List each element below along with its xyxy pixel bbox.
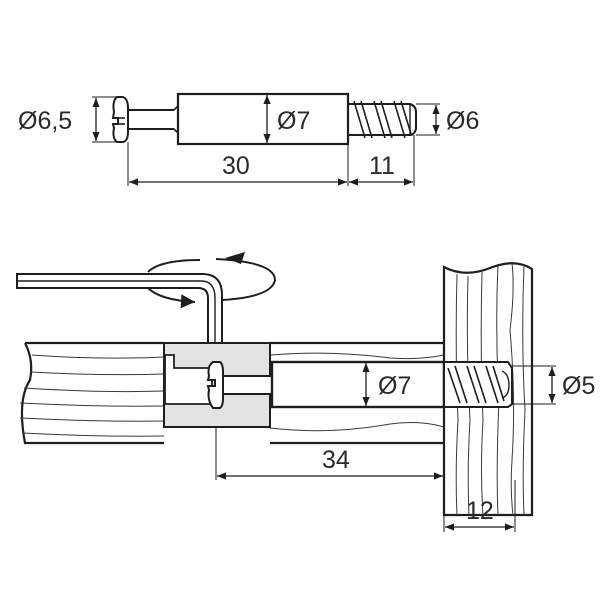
dim-thread-diameter: Ø6 bbox=[416, 103, 479, 136]
label-head-diameter: Ø6,5 bbox=[18, 107, 72, 135]
dim-hole-diameter: Ø5 bbox=[512, 365, 595, 405]
label-assembled-shank-diameter: Ø7 bbox=[378, 372, 411, 400]
label-thread-length: 11 bbox=[369, 152, 395, 180]
rotation-arrow-icon bbox=[147, 252, 277, 309]
assembled-bolt-thread bbox=[443, 361, 513, 408]
dim-panel-thickness: 12 bbox=[443, 480, 516, 532]
label-hole-diameter: Ø5 bbox=[562, 372, 595, 400]
label-insertion-depth: 34 bbox=[322, 446, 350, 474]
dim-shank-diameter: Ø7 bbox=[263, 95, 310, 143]
bolt-shank bbox=[176, 92, 350, 146]
dim-body-length: 30 bbox=[127, 142, 349, 186]
bolt-head bbox=[111, 96, 129, 143]
bolt-neck bbox=[128, 105, 179, 134]
dim-head-diameter: Ø6,5 bbox=[18, 96, 117, 143]
bolt-thread bbox=[348, 100, 417, 139]
assembled-bolt-neck bbox=[221, 375, 273, 395]
assembly-view: Ø7 Ø5 34 12 bbox=[16, 252, 595, 532]
label-body-length: 30 bbox=[222, 152, 250, 180]
dim-insertion-depth: 34 bbox=[215, 427, 443, 480]
horizontal-panel bbox=[19, 341, 445, 445]
label-thread-diameter: Ø6 bbox=[446, 107, 479, 135]
label-shank-diameter: Ø7 bbox=[277, 107, 310, 135]
dim-thread-length: 11 bbox=[349, 135, 415, 186]
label-panel-thickness: 12 bbox=[466, 497, 494, 525]
assembled-bolt-shank bbox=[270, 360, 446, 409]
hex-key-icon bbox=[16, 273, 223, 344]
dim-assembled-shank-diameter: Ø7 bbox=[362, 363, 411, 406]
assembled-bolt-head bbox=[206, 361, 224, 409]
bolt-side-view: Ø6,5 Ø7 Ø6 30 11 bbox=[18, 92, 479, 186]
